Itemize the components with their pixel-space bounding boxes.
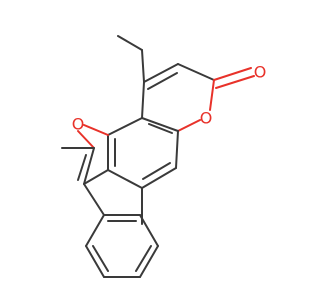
ring-oxygen-label: O [200,109,213,128]
furan-oxygen-label: O [72,115,85,134]
bond-furan-c3-c3a [83,169,109,185]
ethyl-bond-ch3 [117,35,143,51]
molecule-structure: O O O [61,35,267,278]
bond-c9b-c4a [107,117,143,136]
bonds [61,35,255,278]
carbonyl-oxygen-label: O [254,63,267,82]
bond-o-furan-c2 [77,130,95,149]
bond-c4a-c8a [141,117,179,132]
bond-c9b-o-furan [83,124,109,136]
bond-furan-phenyl [83,183,105,216]
bond-c8a-c8 [175,130,179,169]
bond-c8-c7-double [142,162,171,180]
bond-c4-c3-double [147,72,178,90]
bond-c7-c6a [107,169,143,189]
bond-furan-c2-c3-double [77,154,87,181]
phenyl-bond-3-double [135,245,152,272]
bond-furan-c2-c3 [83,147,95,185]
phenyl-bond-2 [139,214,159,247]
bond-c4a-c8a-double [148,123,173,134]
bond-c2-o1 [209,79,215,111]
bond-c3-c2 [177,63,215,81]
bond-c4-c4a [141,81,145,119]
atom-labels: O O O [72,63,267,134]
bond-carbonyl [213,67,252,81]
ethyl-bond-ch2 [141,49,145,83]
bond-carbonyl-double [215,75,255,89]
bond-o1-c8a [177,119,201,132]
bond-c4-c3 [143,63,179,83]
phenyl-bond-5 [85,245,105,278]
phenyl-bond-5-double [92,245,109,272]
phenyl-bond-6 [85,214,105,247]
bond-c8-c7 [141,167,177,189]
phenyl-bond-3 [139,245,159,278]
